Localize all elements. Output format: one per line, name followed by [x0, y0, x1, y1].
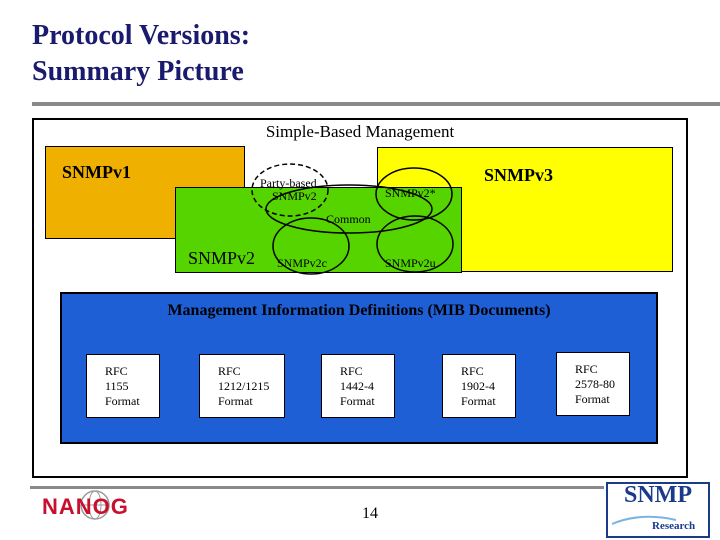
rfc-1442-4-box: RFC 1442-4 Format [321, 354, 395, 418]
footer-divider [30, 486, 604, 489]
rfc-number: 1212/1215 [218, 379, 270, 393]
common-label: Common [326, 212, 371, 226]
simple-based-management-label: Simple-Based Management [265, 122, 455, 141]
title-divider [32, 102, 720, 106]
snmpv2c-ellipse [272, 217, 350, 275]
party-based-line2: SNMPv2 [272, 189, 317, 203]
rfc-1155-box: RFC 1155 Format [86, 354, 160, 418]
slide-title: Protocol Versions: Summary Picture [32, 18, 250, 90]
snmpv1-label: SNMPv1 [62, 162, 131, 182]
rfc-label: RFC [575, 362, 598, 376]
rfc-1902-4-box: RFC 1902-4 Format [442, 354, 516, 418]
rfc-number: 1902-4 [461, 379, 495, 393]
snmpv2-box [175, 187, 462, 273]
snmpv2c-label: SNMPv2c [277, 256, 328, 270]
rfc-label: RFC [218, 364, 241, 378]
rfc-label: RFC [461, 364, 484, 378]
common-ellipse [265, 184, 433, 234]
snmp-logo-text: SNMP [624, 482, 692, 508]
research-logo-text: Research [652, 520, 696, 532]
rfc-format: Format [575, 392, 610, 406]
rfc-format: Format [218, 394, 253, 408]
party-based-line1: Party-based [260, 176, 317, 190]
nanog-logo: NANOG [42, 494, 129, 519]
rfc-format: Format [461, 394, 496, 408]
party-based-ellipse [251, 163, 329, 217]
snmpv2-label: SNMPv2 [188, 248, 256, 268]
page-number: 14 [362, 505, 378, 522]
rfc-number: 1155 [105, 379, 129, 393]
snmp-research-logo [606, 482, 710, 538]
rfc-1212-1215-box: RFC 1212/1215 Format [199, 354, 285, 418]
snmpv2star-ellipse [375, 167, 453, 221]
snmpv2star-label: SNMPv2* [385, 186, 436, 200]
snmpv2u-label: SNMPv2u [385, 256, 436, 270]
rfc-format: Format [340, 394, 375, 408]
slide-title-line2: Summary Picture [32, 56, 244, 87]
rfc-number: 2578-80 [575, 377, 615, 391]
mib-documents-title: Management Information Definitions (MIB … [167, 302, 551, 319]
rfc-label: RFC [340, 364, 363, 378]
snmpv3-label: SNMPv3 [484, 165, 553, 185]
rfc-2578-80-box: RFC 2578-80 Format [556, 352, 630, 416]
snmpv2u-ellipse [376, 215, 454, 273]
party-based-label: Party-based SNMPv2 [260, 177, 317, 203]
rfc-number: 1442-4 [340, 379, 374, 393]
rfc-format: Format [105, 394, 140, 408]
slide-title-line1: Protocol Versions: [32, 20, 251, 51]
rfc-label: RFC [105, 364, 128, 378]
